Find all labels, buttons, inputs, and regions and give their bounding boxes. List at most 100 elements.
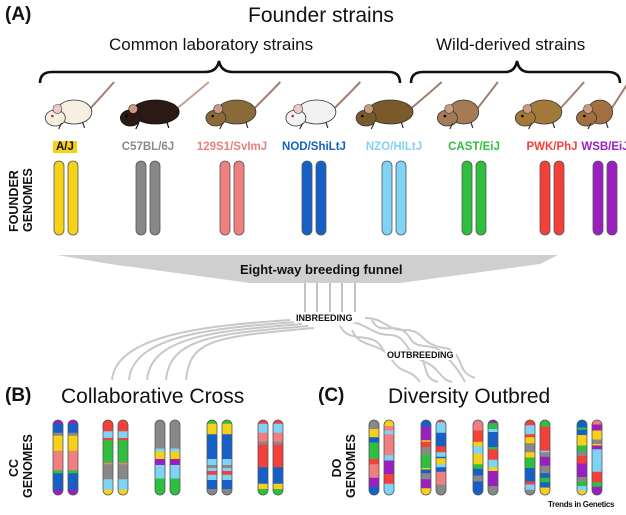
founder-chromosome-6a	[461, 160, 473, 236]
segment-nod	[421, 469, 431, 474]
cc-genomes-label: CC GENOMES	[0, 432, 47, 498]
segment-b6	[525, 489, 535, 495]
cc-chromosome-4b	[221, 419, 233, 496]
segment-cast	[222, 420, 232, 425]
cc-label-line2: GENOMES	[21, 434, 35, 498]
founder-chromosome-5b	[395, 160, 407, 236]
cc-chromosome-2b	[117, 419, 129, 496]
segment-nzo	[473, 446, 483, 455]
segment-b6	[155, 420, 165, 449]
segment-129	[384, 426, 394, 431]
journal-credit: Trends in Genetics	[548, 500, 615, 509]
segment-nzo	[436, 452, 446, 458]
segment-aj	[273, 483, 283, 490]
segment-b6	[273, 441, 283, 446]
outbreeding-line	[371, 319, 466, 383]
segment-b6	[540, 452, 550, 458]
segment-aj	[421, 488, 431, 495]
segment-b6	[258, 441, 268, 446]
segment-wsb	[68, 489, 78, 495]
segment-nod	[473, 468, 483, 476]
mouse-illustration-5	[355, 81, 443, 130]
do-chromosome-5b	[591, 419, 603, 496]
strain-label-a-j: A/J	[53, 141, 77, 153]
segment-nod	[222, 434, 232, 460]
segment-wsb	[421, 479, 431, 489]
segment-nzo	[207, 468, 217, 472]
segment-pwk	[369, 459, 379, 465]
segment-wsb	[384, 460, 394, 475]
segment-aj	[68, 161, 78, 235]
segment-129	[234, 161, 244, 235]
segment-nzo	[155, 448, 165, 452]
strain-name: PWK/PhJ	[526, 141, 578, 153]
inbreeding-label: INBREEDING	[294, 313, 355, 323]
founder-chromosome-7a	[539, 160, 551, 236]
strain-name: CAST/EiJ	[448, 141, 500, 153]
do-chromosome-3a	[472, 419, 484, 496]
segment-b6	[592, 439, 602, 445]
segment-nod	[436, 467, 446, 473]
segment-nzo	[382, 161, 392, 235]
segment-pwk	[273, 420, 283, 425]
segment-cast	[207, 420, 217, 425]
segment-nzo	[118, 479, 128, 491]
segment-aj	[68, 435, 78, 452]
segment-pwk	[207, 471, 217, 476]
segment-nod	[53, 423, 63, 434]
segment-cast	[476, 161, 486, 235]
segment-cast	[369, 442, 379, 460]
collaborative-cross-title: Collaborative Cross	[61, 385, 245, 408]
segment-aj	[369, 429, 379, 438]
segment-129	[273, 432, 283, 443]
segment-wsb	[577, 463, 587, 478]
segment-wsb	[488, 420, 498, 424]
inbreeding-line	[146, 323, 303, 381]
segment-129	[369, 464, 379, 479]
founder-chromosome-8a	[592, 160, 604, 236]
do-chromosome-4b	[539, 419, 551, 496]
segment-129	[118, 462, 128, 465]
segment-nod	[207, 480, 217, 490]
segment-nzo	[577, 486, 587, 491]
segment-cast	[488, 447, 498, 450]
segment-nzo	[525, 425, 535, 435]
do-chromosome-2a	[420, 419, 432, 496]
brace-common-lab	[38, 60, 402, 84]
segment-b6	[473, 475, 483, 482]
segment-cast	[462, 161, 472, 235]
segment-nod	[316, 161, 326, 235]
segment-nzo	[525, 484, 535, 491]
segment-nod	[207, 434, 217, 460]
segment-aj	[577, 490, 587, 495]
segment-cast	[421, 454, 431, 469]
do-label-line1: DO	[330, 458, 344, 478]
founder-chromosome-2b	[149, 160, 161, 236]
segment-cast	[473, 464, 483, 470]
segment-nod	[436, 432, 446, 447]
segment-129	[68, 450, 78, 471]
founder-chromosome-6b	[475, 160, 487, 236]
segment-nzo	[222, 474, 232, 481]
segment-129	[53, 450, 63, 471]
segment-nzo	[436, 422, 446, 434]
segment-nod	[436, 456, 446, 459]
segment-wsb	[421, 426, 431, 441]
cc-chromosome-2a	[102, 419, 114, 496]
do-chromosome-5a	[576, 419, 588, 496]
segment-nzo	[155, 465, 165, 479]
segment-pwk	[577, 456, 587, 464]
segment-wsb	[592, 486, 602, 495]
segment-b6	[525, 443, 535, 453]
segment-aj	[103, 489, 113, 495]
breeding-funnel	[57, 255, 558, 283]
segment-b6	[222, 465, 232, 469]
mouse-illustration-6	[436, 81, 499, 130]
founder-chromosome-1a	[53, 160, 65, 236]
mouse-illustration-3	[205, 81, 282, 130]
segment-cast	[488, 423, 498, 430]
founder-chromosome-2a	[135, 160, 147, 236]
segment-pwk	[525, 434, 535, 438]
segment-pwk	[436, 420, 446, 423]
segment-nzo	[222, 468, 232, 472]
